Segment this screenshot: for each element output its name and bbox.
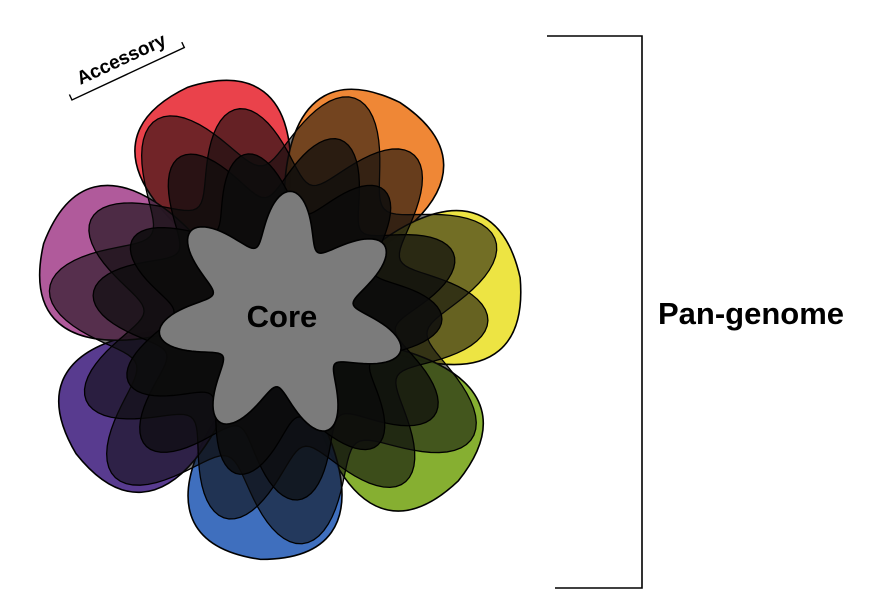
pan-genome-label: Pan-genome bbox=[658, 296, 844, 331]
accessory-label: Accessory bbox=[74, 30, 170, 90]
pan-genome-bracket bbox=[547, 36, 642, 588]
accessory-bracket: Accessory bbox=[61, 24, 184, 100]
core-label: Core bbox=[247, 299, 318, 334]
